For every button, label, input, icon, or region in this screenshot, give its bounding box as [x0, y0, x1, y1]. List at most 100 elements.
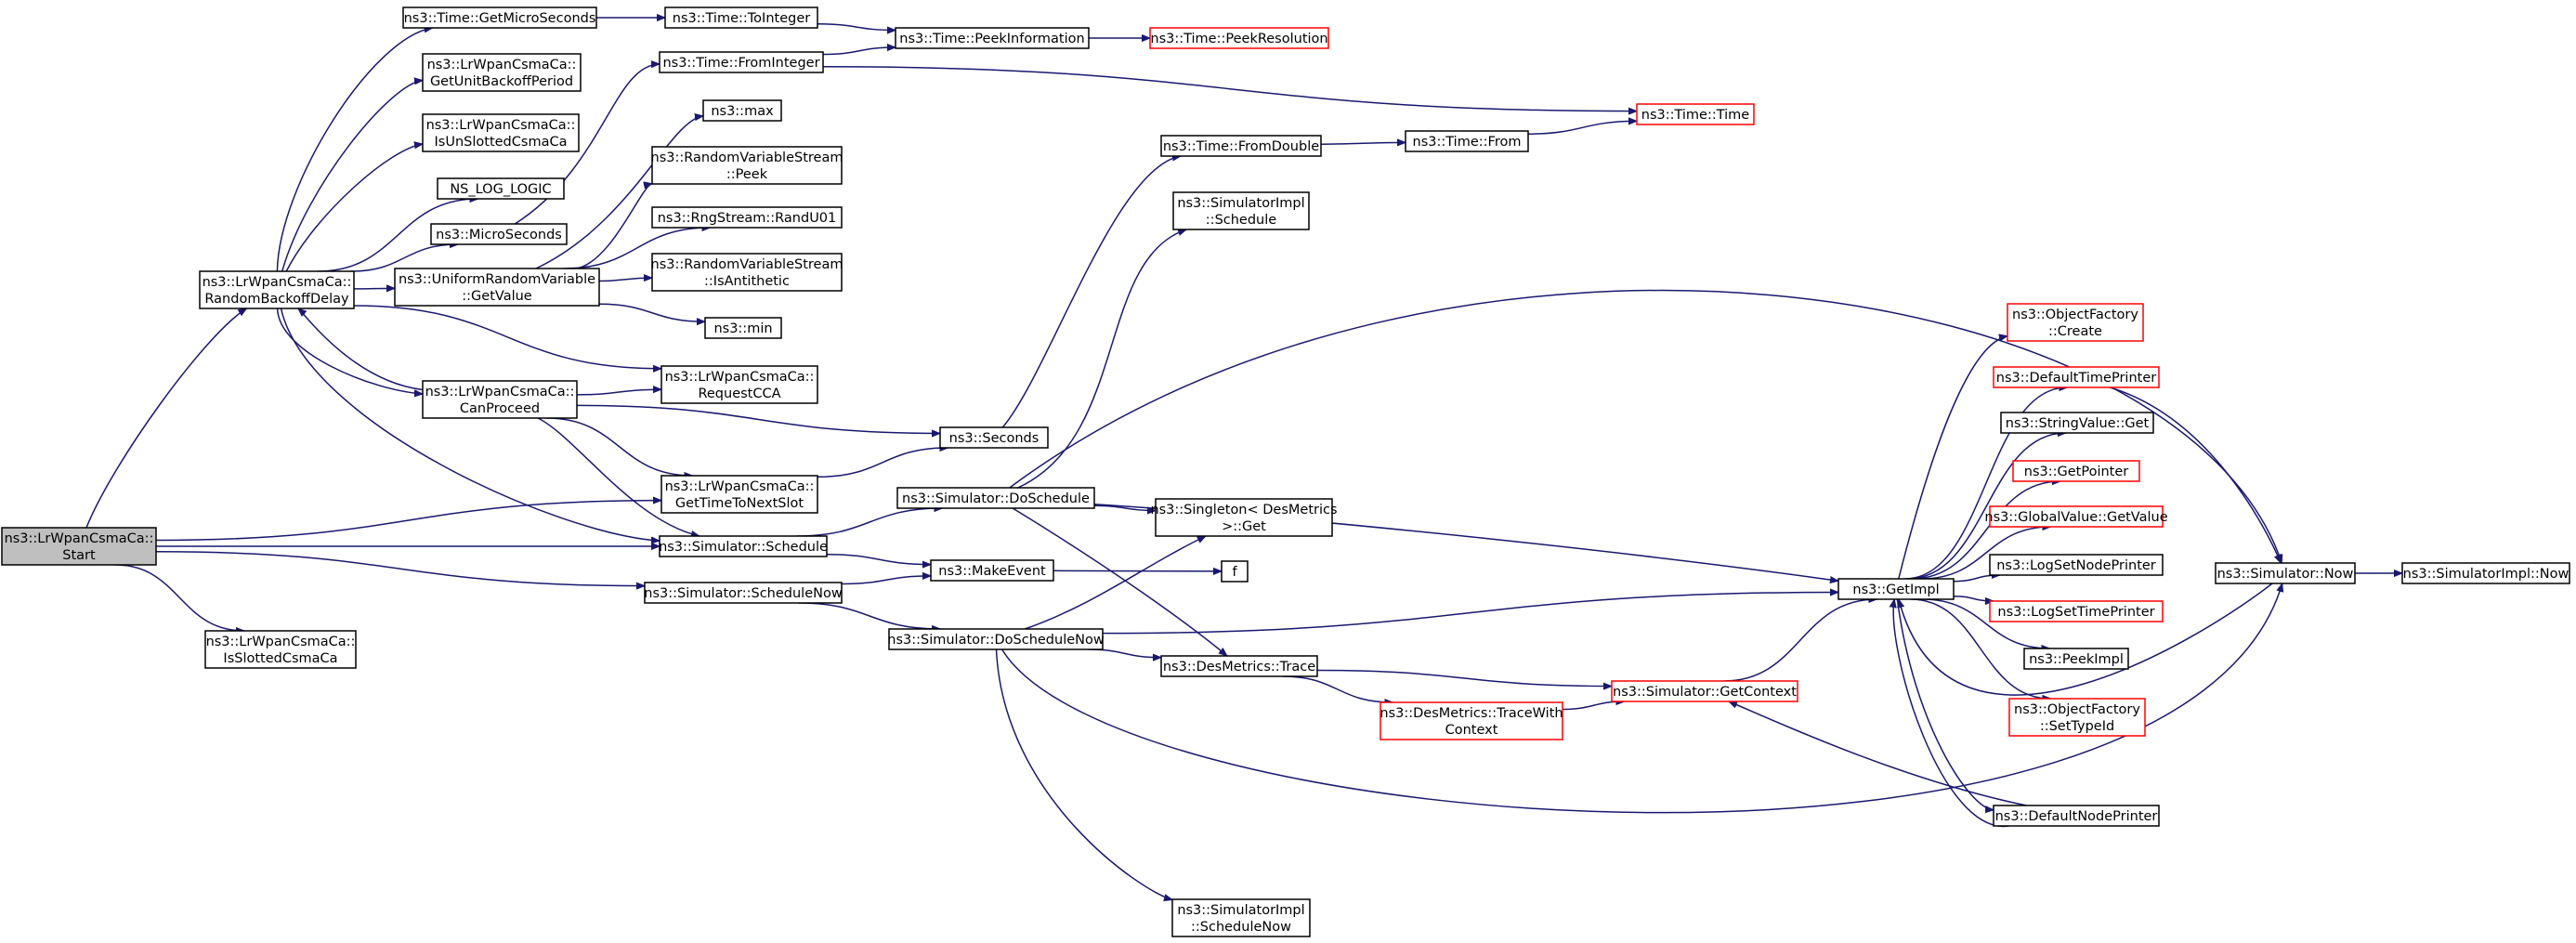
- node-label: ns3::LrWpanCsmaCa::: [206, 635, 356, 649]
- edge-rbd-to-isunslotted: [285, 144, 423, 272]
- node-micro[interactable]: ns3::MicroSeconds: [430, 223, 568, 245]
- node-singleton[interactable]: ns3::Singleton< DesMetrics>::Get: [1150, 498, 1338, 537]
- node-schedule[interactable]: ns3::Simulator::Schedule: [659, 535, 828, 557]
- node-peekimpl[interactable]: ns3::PeekImpl: [2023, 648, 2129, 670]
- node-canproceed[interactable]: ns3::LrWpanCsmaCa::CanProceed: [422, 380, 578, 419]
- node-label: ::IsAntithetic: [704, 274, 790, 289]
- edge-canproceed-to-schedule: [537, 417, 700, 536]
- node-rbd[interactable]: ns3::LrWpanCsmaCa::RandomBackoffDelay: [199, 270, 355, 309]
- node-label: ns3::MicroSeconds: [436, 228, 562, 242]
- node-box: [1611, 680, 1798, 702]
- node-reqcca[interactable]: ns3::LrWpanCsmaCa::RequestCCA: [660, 365, 818, 404]
- node-getcontext[interactable]: ns3::Simulator::GetContext: [1611, 680, 1798, 702]
- node-lognode[interactable]: ns3::LogSetNodePrinter: [1989, 554, 2164, 576]
- node-box: [402, 7, 597, 29]
- node-box: [1, 527, 157, 566]
- node-box: [394, 268, 600, 307]
- node-label: ns3::LrWpanCsmaCa::: [203, 275, 352, 290]
- node-box: [1993, 366, 2160, 388]
- node-strget[interactable]: ns3::StringValue::Get: [2000, 412, 2154, 434]
- node-box: [422, 53, 582, 92]
- node-tfrom[interactable]: ns3::Time::From: [1405, 130, 1529, 152]
- node-nslog[interactable]: NS_LOG_LOGIC: [437, 177, 565, 200]
- edge-getimpl-to-getpointer: [1911, 481, 2060, 580]
- node-label: ns3::LrWpanCsmaCa::: [425, 385, 575, 399]
- node-isanti[interactable]: ns3::RandomVariableStream::IsAntithetic: [651, 253, 843, 292]
- edge-destracectx-to-getcontext: [1562, 701, 1625, 711]
- node-getmicro[interactable]: ns3::Time::GetMicroSeconds: [402, 7, 597, 29]
- node-getpointer[interactable]: ns3::GetPointer: [2012, 460, 2140, 482]
- node-box: [1172, 191, 1310, 230]
- edge-destrace-to-destracectx: [1282, 675, 1393, 702]
- node-start[interactable]: ns3::LrWpanCsmaCa::Start: [1, 527, 157, 566]
- node-label: ns3::Simulator::Schedule: [659, 540, 828, 555]
- node-label: ns3::max: [711, 104, 774, 119]
- node-makeevent[interactable]: ns3::MakeEvent: [930, 559, 1054, 582]
- node-isslotted[interactable]: ns3::LrWpanCsmaCa::IsSlottedCsmaCa: [204, 630, 357, 669]
- node-ofcreate[interactable]: ns3::ObjectFactory::Create: [2007, 303, 2144, 342]
- edge-getimpl-to-strget: [1906, 433, 2066, 580]
- node-deftimeprinter[interactable]: ns3::DefaultTimePrinter: [1993, 366, 2160, 388]
- node-fromdouble[interactable]: ns3::Time::FromDouble: [1160, 135, 1322, 157]
- node-schednow[interactable]: ns3::Simulator::ScheduleNow: [644, 582, 843, 604]
- node-getunit[interactable]: ns3::LrWpanCsmaCa::GetUnitBackoffPeriod: [422, 53, 582, 92]
- edge-defnodeprinter-to-getcontext: [1729, 701, 2027, 806]
- node-rvspeek[interactable]: ns3::RandomVariableStream::Peek: [651, 146, 843, 185]
- node-simimplsched[interactable]: ns3::SimulatorImpl::Schedule: [1172, 191, 1310, 230]
- node-box: [1171, 898, 1311, 937]
- edge-start-to-isslotted: [115, 564, 244, 631]
- edge-rbd-to-reqcca: [353, 305, 661, 369]
- edge-getimpl-to-ofcreate: [1898, 336, 2007, 580]
- node-urvget[interactable]: ns3::UniformRandomVariable::GetValue: [394, 268, 600, 307]
- node-isunslotted[interactable]: ns3::LrWpanCsmaCa::IsUnSlottedCsmaCa: [422, 113, 580, 152]
- node-label: ns3::Simulator::DoScheduleNow: [887, 633, 1105, 648]
- node-simimplnow[interactable]: ns3::SimulatorImpl::Now: [2401, 562, 2570, 584]
- node-label: ns3::DefaultNodePrinter: [1995, 809, 2158, 824]
- edge-doschednow-to-simimplschednow: [995, 648, 1173, 900]
- node-label: ns3::StringValue::Get: [2006, 416, 2150, 431]
- node-box: [659, 535, 828, 557]
- node-simimplschednow[interactable]: ns3::SimulatorImpl::ScheduleNow: [1171, 898, 1311, 937]
- edge-rbd-to-nslog: [318, 199, 478, 272]
- node-label: ::Schedule: [1206, 213, 1276, 228]
- node-getimpl[interactable]: ns3::GetImpl: [1837, 578, 1955, 600]
- node-dosched[interactable]: ns3::Simulator::DoSchedule: [896, 487, 1095, 509]
- node-fromint[interactable]: ns3::Time::FromInteger: [659, 51, 824, 73]
- edge-schednow-to-makeevent: [841, 576, 931, 585]
- node-doschednow[interactable]: ns3::Simulator::DoScheduleNow: [887, 628, 1105, 650]
- node-logtime[interactable]: ns3::LogSetTimePrinter: [1989, 600, 2164, 622]
- node-seconds[interactable]: ns3::Seconds: [939, 426, 1049, 449]
- node-label: ns3::LrWpanCsmaCa::: [665, 479, 815, 494]
- node-min[interactable]: ns3::min: [704, 317, 782, 339]
- node-label: ns3::Time::FromDouble: [1163, 139, 1319, 154]
- node-toint[interactable]: ns3::Time::ToInteger: [664, 7, 818, 29]
- node-ttime[interactable]: ns3::Time::Time: [1636, 103, 1755, 125]
- edge-fromint-to-ttime: [822, 66, 1637, 111]
- node-label: ns3::MakeEvent: [938, 564, 1046, 579]
- node-label: ns3::Simulator::Now: [2217, 567, 2354, 582]
- node-simnow[interactable]: ns3::Simulator::Now: [2215, 562, 2356, 584]
- node-ofsettype[interactable]: ns3::ObjectFactory::SetTypeId: [2008, 698, 2146, 737]
- node-gettonext[interactable]: ns3::LrWpanCsmaCa::GetTimeToNextSlot: [660, 475, 818, 514]
- edge-canproceed-to-reqcca: [576, 389, 661, 396]
- node-destrace[interactable]: ns3::DesMetrics::Trace: [1160, 655, 1318, 677]
- node-label: RequestCCA: [698, 386, 780, 401]
- node-box: [1636, 103, 1755, 125]
- node-label: RandomBackoffDelay: [204, 292, 349, 307]
- node-peekinfo[interactable]: ns3::Time::PeekInformation: [895, 27, 1090, 49]
- node-gvget[interactable]: ns3::GlobalValue::GetValue: [1984, 505, 2168, 528]
- node-box: [1989, 505, 2164, 528]
- node-defnodeprinter[interactable]: ns3::DefaultNodePrinter: [1993, 805, 2160, 827]
- node-label: ns3::Simulator::GetContext: [1613, 685, 1797, 700]
- node-label: ns3::Time::ToInteger: [673, 11, 810, 26]
- node-max[interactable]: ns3::max: [702, 99, 782, 122]
- edge-getimpl-to-gvget: [1921, 527, 2050, 580]
- edge-dosched-to-simnow: [1009, 289, 2282, 563]
- edge-doschednow-to-getimpl: [1102, 593, 1838, 635]
- node-label: ::Create: [2048, 324, 2102, 339]
- node-f[interactable]: f: [1221, 560, 1249, 583]
- node-peekres[interactable]: ns3::Time::PeekResolution: [1149, 27, 1329, 49]
- node-randu01[interactable]: ns3::RngStream::RandU01: [651, 206, 843, 229]
